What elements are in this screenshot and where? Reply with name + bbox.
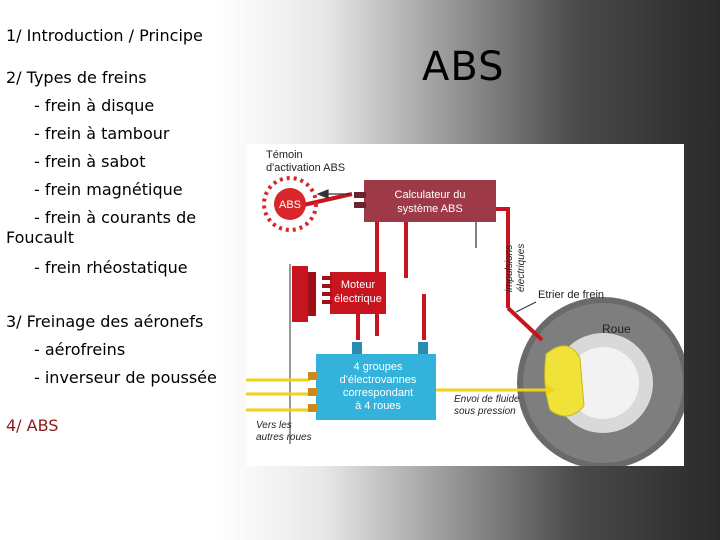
wheel-illustration [517, 297, 684, 466]
motor-label-line1: Moteur [341, 279, 376, 291]
calculator-box: Calculateur du système ABS [354, 180, 496, 222]
calculator-label-line2: système ABS [397, 203, 462, 215]
valves-label-line2: d'électrovannes [340, 374, 417, 386]
outline-subitem: - inverseur de poussée [34, 368, 217, 387]
valves-label-line1: 4 groupes [354, 361, 403, 373]
electric-motor: Moteur électrique [292, 266, 386, 322]
etrier-label: Etrier de frein [538, 289, 604, 301]
outline-subitem: - frein à disque [34, 96, 155, 115]
slide-title: ABS [422, 44, 505, 90]
abs-warning-lamp: ABS [262, 176, 318, 232]
outline-subitem: - frein à courants de [34, 208, 197, 227]
temoin-label-line1: Témoin [266, 149, 303, 161]
outline-subitem-continuation: Foucault [6, 228, 75, 247]
etrier-leader-line [515, 301, 537, 313]
outline-item-introduction: 1/ Introduction / Principe [6, 26, 203, 45]
caliper-shape [544, 345, 585, 417]
yellow-wires [246, 378, 546, 412]
temoin-label-line2: d'activation ABS [266, 162, 345, 174]
motor-label-line2: électrique [334, 293, 382, 305]
outline-subitem: - frein à tambour [34, 124, 170, 143]
impulsions-label-line1: impulsions [504, 245, 515, 292]
envoi-label-line1: Envoi de fluide [454, 394, 520, 405]
fluid-arrow [546, 385, 556, 395]
envoi-label-line2: sous pression [454, 406, 516, 417]
abs-diagram-svg: ABS Calculateur du système ABS Moteur él… [246, 149, 684, 466]
outline-subitem: - frein rhéostatique [34, 258, 188, 277]
calculator-label-line1: Calculateur du [395, 189, 466, 201]
solenoid-valve-block: 4 groupes d'électrovannes correspondant … [308, 342, 436, 420]
outline-item-types-de-freins: 2/ Types de freins [6, 68, 147, 87]
vers-label-line1: Vers les [256, 420, 292, 431]
outline-subitem: - frein magnétique [34, 180, 183, 199]
impulsions-label-line2: électriques [516, 244, 527, 292]
valves-label-line4: à 4 roues [355, 400, 401, 412]
abs-badge-label: ABS [279, 199, 301, 211]
outline-subitem: - aérofreins [34, 340, 126, 359]
outline-subitem: - frein à sabot [34, 152, 146, 171]
vers-label-line2: autres roues [256, 432, 312, 443]
roue-label: Roue [602, 322, 631, 336]
valves-label-line3: correspondant [343, 387, 413, 399]
outline-item-freinage-aeronefs: 3/ Freinage des aéronefs [6, 312, 204, 331]
abs-diagram: ABS Calculateur du système ABS Moteur él… [246, 144, 684, 466]
outline-item-abs: 4/ ABS [6, 416, 59, 435]
